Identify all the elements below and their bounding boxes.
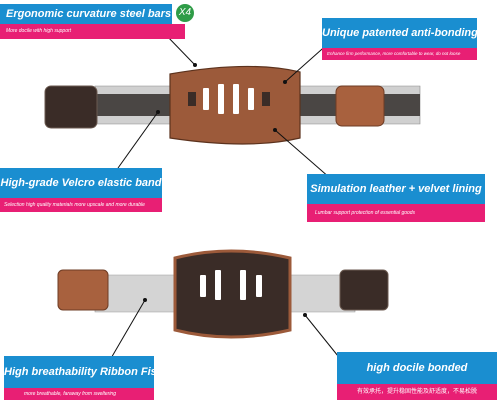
callout-title: Simulation leather + velvet lining: [307, 174, 485, 204]
belt-front-view: [44, 65, 421, 145]
callout-leather: Simulation leather + velvet lining Lumba…: [307, 174, 485, 222]
right-end-pad: [335, 85, 385, 127]
right-back-pad: [339, 269, 389, 311]
vent-slot: [233, 84, 239, 114]
callout-subtitle: Lumbar support protection of essential g…: [307, 204, 485, 222]
quantity-badge: X4: [176, 4, 194, 22]
vent-slot: [218, 84, 224, 114]
callout-subtitle: Enhance firm performance, more comfortab…: [322, 48, 477, 60]
callout-subtitle: 有效承托，提升稳固性能及舒适度，不易松脱: [337, 384, 497, 400]
callout-curvature: Ergonomic curvature steel bars More doci…: [0, 4, 185, 39]
callout-ribbon: High breathability Ribbon Fish more brea…: [4, 356, 154, 400]
callout-velcro: High-grade Velcro elastic band Selection…: [0, 168, 162, 212]
callout-subtitle: more breathable, faraway from sweltering: [4, 388, 154, 400]
left-end-pad: [44, 85, 98, 129]
callout-title: Ergonomic curvature steel bars: [0, 4, 172, 24]
vent-slot: [240, 270, 246, 300]
callout-bonded: high docile bonded 有效承托，提升稳固性能及舒适度，不易松脱: [337, 352, 497, 400]
callout-title: high docile bonded: [337, 352, 497, 384]
callout-subtitle: Selection high quality materials more up…: [0, 198, 162, 212]
left-back-pad: [57, 269, 109, 311]
callout-subtitle: More docile with high support: [0, 24, 185, 39]
leader-arrowheads: [143, 63, 307, 317]
back-panel: [173, 249, 292, 339]
vent-slot: [256, 275, 262, 297]
callout-title: High breathability Ribbon Fish: [4, 356, 154, 388]
vent-slot: [203, 88, 209, 110]
callout-title: Unique patented anti-bonding: [322, 18, 477, 48]
vent-slot: [215, 270, 221, 300]
callout-anti-bonding: Unique patented anti-bonding Enhance fir…: [322, 18, 477, 60]
steel-bar: [262, 92, 270, 106]
vent-slot: [200, 275, 206, 297]
callout-title: High-grade Velcro elastic band: [0, 168, 162, 198]
belt-back-view: [57, 249, 389, 339]
steel-bar: [188, 92, 196, 106]
vent-slot: [248, 88, 254, 110]
